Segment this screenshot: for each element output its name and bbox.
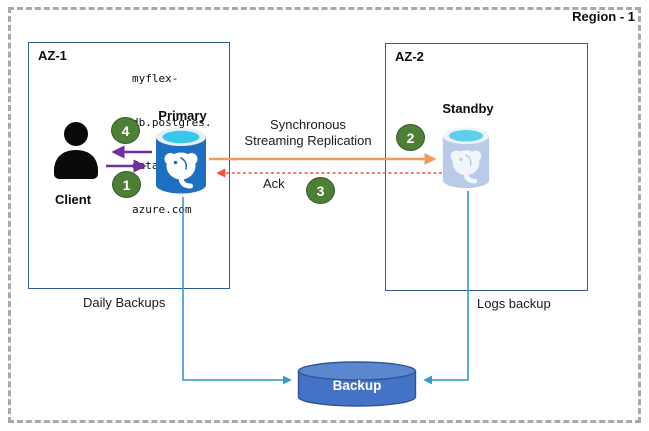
elephant-glyph: [450, 150, 482, 184]
step-badge-2: 2: [396, 124, 425, 151]
primary-label: Primary: [158, 108, 207, 123]
client-icon: [54, 122, 98, 179]
daily-backups-label: Daily Backups: [83, 295, 166, 310]
hostname-line: db.postgres.: [132, 115, 212, 129]
primary-hostname: myflex- db.postgres. database. azure.com: [132, 43, 211, 246]
availability-zone-2: AZ-2: [385, 43, 588, 291]
logs-backup-label: Logs backup: [477, 296, 551, 311]
step-badge-1: 1: [112, 171, 141, 198]
region-boundary: [8, 7, 641, 423]
region-label: Region - 1: [572, 9, 635, 24]
step-badge-4: 4: [111, 117, 140, 144]
az2-label: AZ-2: [395, 49, 424, 64]
backup-label: Backup: [332, 378, 382, 393]
elephant-glyph: [164, 152, 198, 189]
ack-label: Ack: [263, 176, 285, 191]
az1-label: AZ-1: [38, 48, 67, 63]
postgres-standby-icon: [442, 127, 490, 189]
client-label: Client: [54, 192, 92, 207]
replication-label-line1: Synchronous: [270, 117, 346, 132]
availability-zone-1: AZ-1: [28, 42, 230, 289]
step-badge-3: 3: [306, 177, 335, 204]
hostname-line: myflex-: [132, 72, 179, 85]
replication-label-line2: Streaming Replication: [244, 133, 372, 148]
standby-label: Standby: [442, 101, 494, 116]
backup-cylinder-icon: [297, 361, 417, 407]
hostname-line: azure.com: [132, 202, 192, 216]
replication-label: Synchronous Streaming Replication: [226, 117, 390, 149]
postgres-primary-icon: [156, 128, 206, 194]
